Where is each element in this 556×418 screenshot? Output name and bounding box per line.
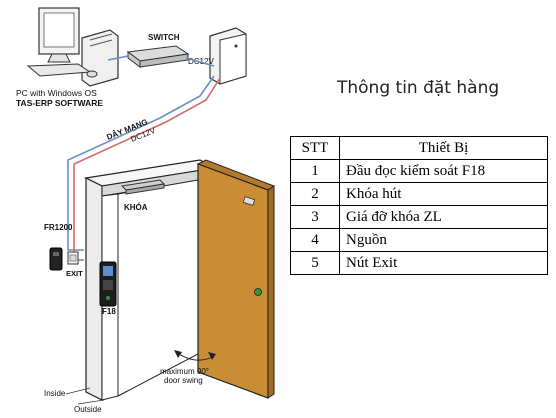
row-stt: 4	[290, 228, 340, 252]
lock-label: KHÓA	[124, 203, 148, 212]
door	[196, 159, 276, 399]
pc-icon	[26, 7, 119, 87]
inside-pointer	[65, 387, 91, 395]
row-item: Đầu đọc kiểm soát F18	[339, 159, 548, 183]
exit-label: EXIT	[66, 269, 83, 278]
table-row: 4 Nguồn	[290, 228, 548, 252]
switch-icon	[126, 45, 190, 68]
row-stt: 5	[290, 251, 340, 275]
power-supply-icon	[209, 27, 247, 85]
dc12v-top-label: DC12V	[188, 57, 214, 66]
f18-reader-icon	[99, 261, 117, 307]
swing-label-line-2: door swing	[164, 376, 203, 385]
row-stt: 1	[290, 159, 340, 183]
order-table: STT Thiết Bị 1 Đầu đọc kiểm soát F18 2 K…	[290, 136, 548, 275]
table-header-row: STT Thiết Bị	[290, 136, 548, 160]
f18-label: F18	[102, 307, 116, 316]
header-item: Thiết Bị	[339, 136, 548, 160]
fr1200-reader-icon	[49, 247, 63, 271]
table-row: 1 Đầu đọc kiểm soát F18	[290, 159, 548, 183]
table-row: 2 Khóa hút	[290, 182, 548, 206]
exit-button-icon	[67, 251, 79, 265]
row-item: Khóa hút	[339, 182, 548, 206]
door-swing-arrowhead-right	[208, 352, 216, 360]
outside-pointer	[77, 399, 105, 405]
fr1200-label: FR1200	[44, 223, 73, 232]
row-stt: 3	[290, 205, 340, 229]
table-row: 5 Nút Exit	[290, 251, 548, 275]
table-row: 3 Giá đỡ khóa ZL	[290, 205, 548, 229]
inside-label: Inside	[44, 389, 66, 398]
row-item: Giá đỡ khóa ZL	[339, 205, 548, 229]
row-item: Nguồn	[339, 228, 548, 252]
outside-label: Outside	[74, 405, 102, 414]
switch-label: SWITCH	[148, 33, 180, 42]
pc-label-line-1: PC with Windows OS	[16, 88, 97, 98]
swing-label-line-1: maximum 90°	[160, 367, 209, 376]
row-stt: 2	[290, 182, 340, 206]
door-swing-arrowhead-left	[174, 350, 182, 358]
order-title: Thông tin đặt hàng	[337, 78, 500, 98]
magnetic-lock-icon	[120, 179, 166, 195]
row-item: Nút Exit	[339, 251, 548, 275]
pc-label-line-2: TAS-ERP SOFTWARE	[16, 98, 103, 108]
header-stt: STT	[290, 136, 340, 160]
